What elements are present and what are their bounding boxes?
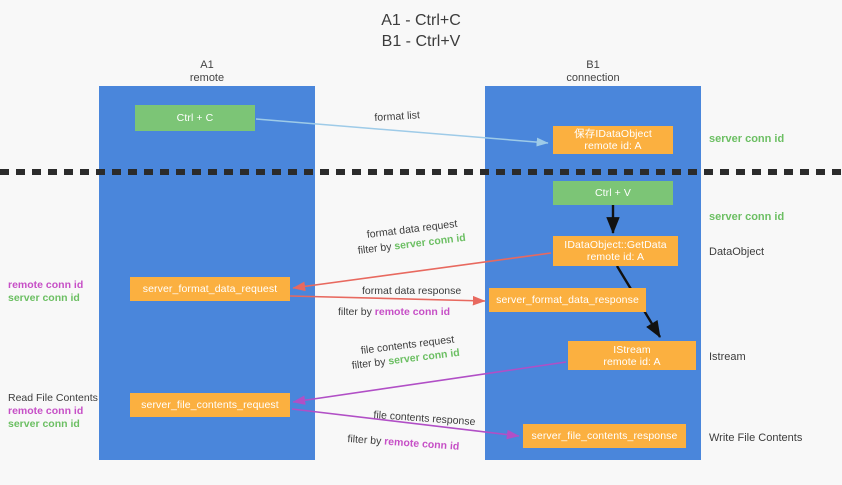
filter-key-remote-conn-id: remote conn id <box>383 435 460 453</box>
node-ctrl-v[interactable]: Ctrl + V <box>553 181 673 205</box>
diagram-title: A1 - Ctrl+C B1 - Ctrl+V <box>381 12 461 50</box>
node-idataobject-getdata[interactable]: IDataObject::GetData remote id: A <box>553 236 678 266</box>
annotation-server-conn-id-top: server conn id <box>709 133 785 145</box>
annotation-dataobject: DataObject <box>709 246 765 258</box>
annotation-file-remote-conn-id: remote conn id <box>8 405 84 417</box>
node-server-file-contents-response[interactable]: server_file_contents_response <box>523 424 686 448</box>
filter-prefix: filter by <box>347 432 385 448</box>
annotation-server-conn-id-second: server conn id <box>709 211 785 223</box>
annotation-format-remote-conn-id: remote conn id <box>8 279 84 291</box>
column-header-a1: A1 remote <box>189 59 225 84</box>
node-istream[interactable]: IStream remote id: A <box>568 341 696 370</box>
node-ctrl-c[interactable]: Ctrl + C <box>135 105 255 131</box>
annotation-format-server-conn-id: server conn id <box>8 292 80 304</box>
phase-separator-dashed-line <box>0 169 842 175</box>
annotation-format-conn-ids: remote conn id server conn id <box>8 279 83 305</box>
annotation-read-file-contents-heading: Read File Contents <box>8 392 98 404</box>
annotation-file-server-conn-id: server conn id <box>8 418 80 430</box>
edge-label-format-data-response-filter: filter by remote conn id <box>338 305 450 319</box>
edge-label-format-list: format list <box>374 109 421 124</box>
node-save-idataobject[interactable]: 保存IDataObject remote id: A <box>553 126 673 154</box>
column-header-b1: B1 connection <box>566 59 620 84</box>
annotation-write-file-contents: Write File Contents <box>709 432 803 444</box>
filter-key-remote-conn-id: remote conn id <box>374 306 451 318</box>
filter-prefix: filter by <box>351 355 390 372</box>
filter-prefix: filter by <box>338 306 375 318</box>
node-server-file-contents-request[interactable]: server_file_contents_request <box>130 393 290 417</box>
filter-prefix: filter by <box>357 240 396 257</box>
edge-label-file-contents-response: file contents response <box>373 408 476 429</box>
edge-label-file-contents-response-filter: filter by remote conn id <box>347 432 460 454</box>
annotation-read-file-contents: Read File Contents remote conn id server… <box>8 392 98 431</box>
node-server-format-data-response[interactable]: server_format_data_response <box>489 288 646 312</box>
node-server-format-data-request[interactable]: server_format_data_request <box>130 277 290 301</box>
annotation-istream: Istream <box>709 351 746 363</box>
edge-label-format-data-response: format data response <box>362 285 462 297</box>
